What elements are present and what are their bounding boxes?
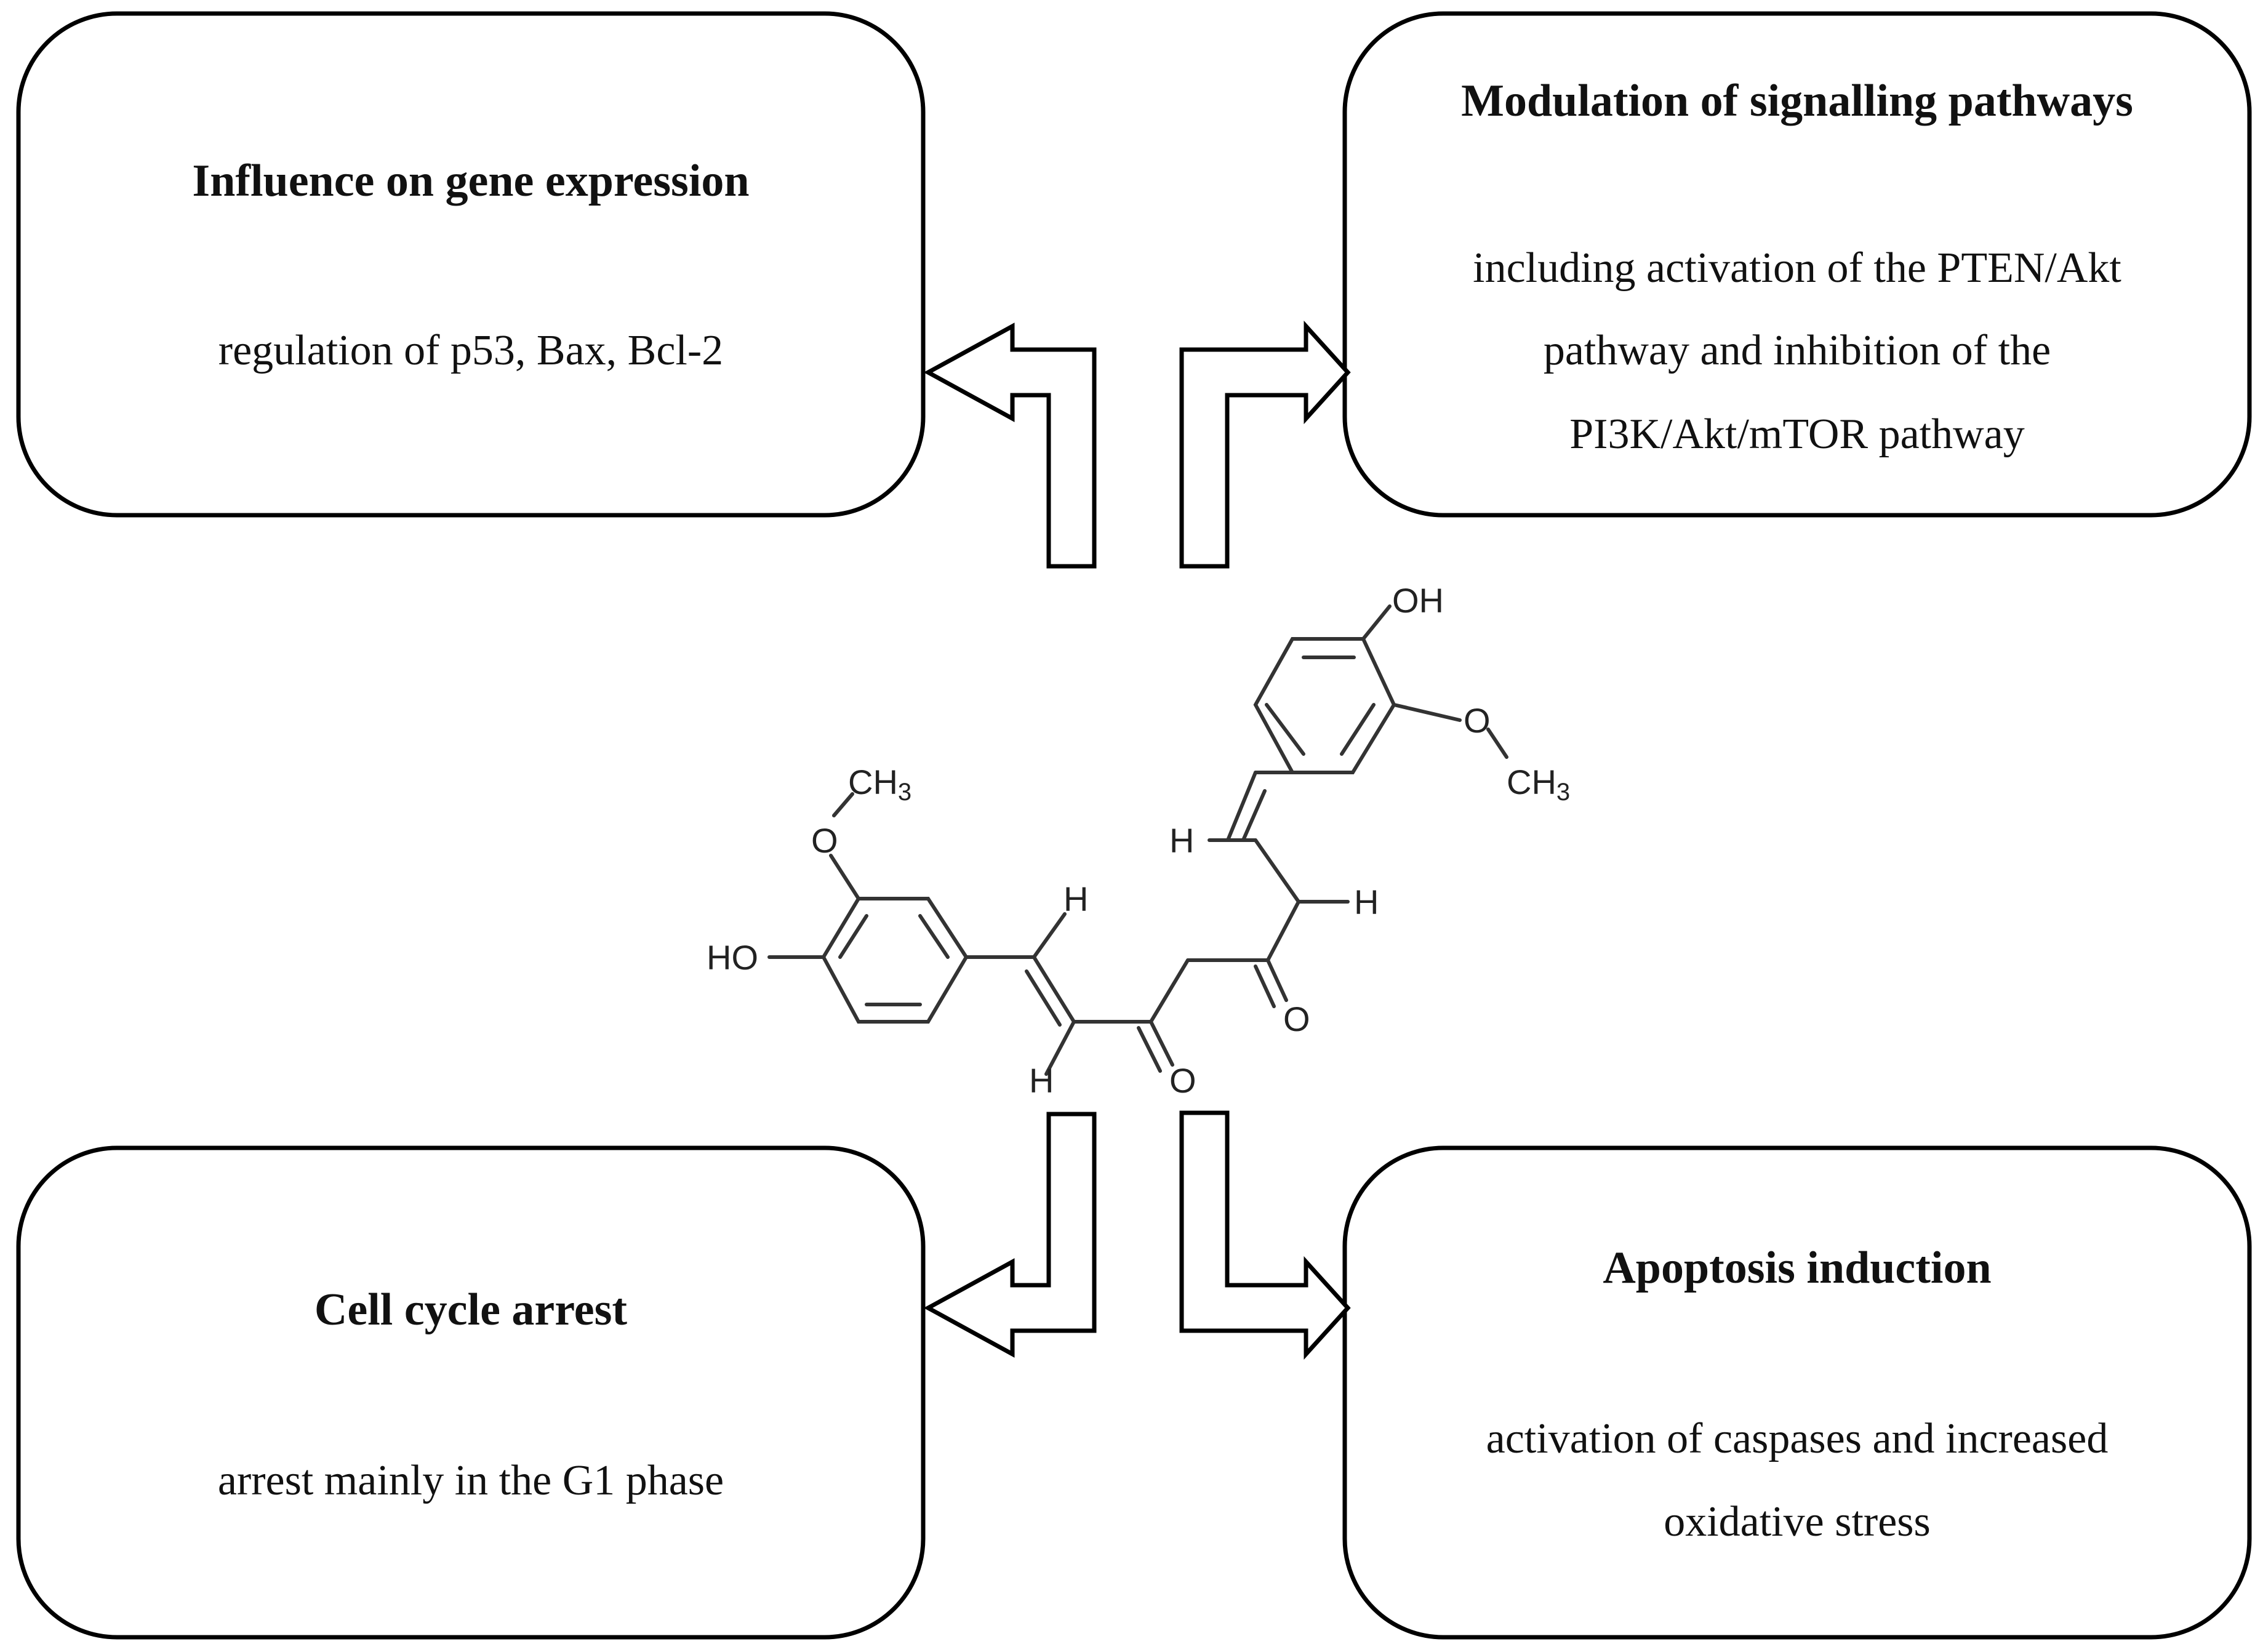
label-o-left: O [811,821,838,860]
curcumin-structure: OH O CH3 H H O O H [707,581,1570,1100]
arrow-to-signalling [1179,320,1351,569]
box-cell-cycle: Cell cycle arrest arrest mainly in the G… [16,1145,926,1640]
box-apoptosis-line-2: oxidative stress [1664,1498,1931,1546]
box-cell-cycle-line-1: arrest mainly in the G1 phase [218,1457,724,1504]
box-apoptosis-line-1: activation of caspases and increased [1486,1415,2109,1462]
arrow-to-apoptosis [1179,1110,1351,1360]
label-ch3-left: CH3 [848,763,911,806]
box-cell-cycle-frame [16,1145,926,1640]
box-gene-expression-title: Influence on gene expression [192,156,749,206]
box-signalling-title: Modulation of signalling pathways [1461,76,2133,126]
box-apoptosis-frame [1342,1145,2252,1640]
box-signalling: Modulation of signalling pathways includ… [1342,11,2252,518]
box-cell-cycle-title: Cell cycle arrest [314,1285,627,1335]
arrow-to-gene-expression [923,323,1097,569]
label-h-1: H [1169,821,1194,860]
label-h-2: H [1354,883,1379,921]
box-signalling-frame [1342,11,2252,518]
label-h-4: H [1063,880,1088,918]
box-gene-expression: Influence on gene expression regulation … [16,11,926,518]
label-h-3: H [1029,1061,1054,1100]
box-gene-expression-frame [16,11,926,518]
label-ho-left: HO [707,938,758,977]
label-o-keto-1: O [1169,1061,1196,1100]
label-o-right: O [1464,701,1491,740]
box-signalling-line-3: PI3K/Akt/mTOR pathway [1569,411,2025,458]
box-signalling-line-1: including activation of the PTEN/Akt [1473,244,2121,292]
label-ch3-right: CH3 [1507,763,1570,806]
arrow-to-cell-cycle [923,1112,1097,1358]
box-signalling-line-2: pathway and inhibition of the [1544,327,2051,374]
box-apoptosis: Apoptosis induction activation of caspas… [1342,1145,2252,1640]
box-gene-expression-line-1: regulation of p53, Bax, Bcl-2 [218,327,723,374]
box-apoptosis-title: Apoptosis induction [1603,1243,1991,1293]
label-oh-top: OH [1392,581,1444,620]
label-o-keto-2: O [1283,1000,1310,1038]
